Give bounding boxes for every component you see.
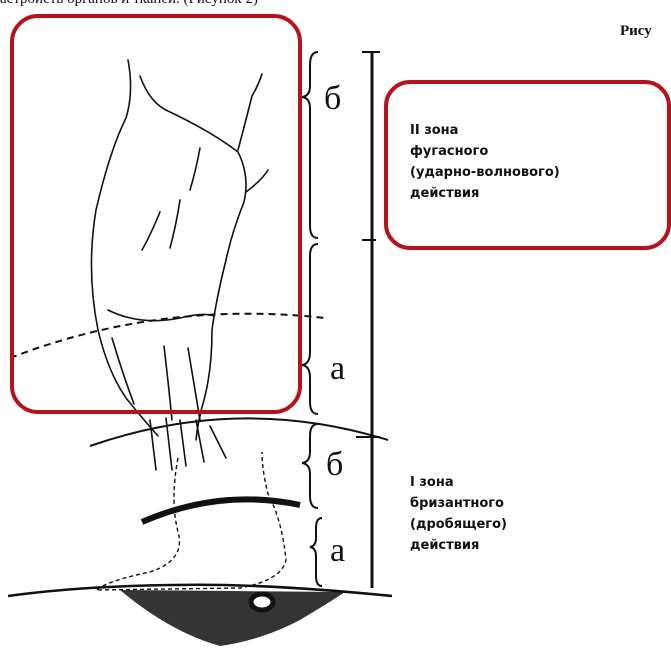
upper-b-label: б	[324, 82, 341, 116]
highlight-frame-leg	[10, 14, 302, 414]
blast-crater	[120, 590, 345, 646]
lower-b-label: б	[326, 448, 343, 482]
zone1-line2: бризантного	[410, 493, 507, 514]
lower-a-label: а	[330, 534, 345, 568]
zone1-line1: I зона	[410, 472, 507, 493]
foot-outline-dashed	[96, 452, 286, 590]
zone-boundary-arc	[90, 418, 388, 446]
brace-upper-b	[302, 52, 318, 238]
zone1-caption: I зона бризантного (дробящего) действия	[410, 472, 507, 556]
explosive-charge	[251, 594, 273, 610]
zone1-line3: (дробящего)	[410, 514, 507, 535]
highlight-frame-zone2	[384, 80, 671, 250]
brace-lower-a	[310, 518, 322, 586]
zone1-line4: действия	[410, 535, 507, 556]
brace-lower-b	[302, 424, 318, 508]
upper-a-label: а	[330, 352, 345, 386]
brace-upper-a	[302, 244, 318, 414]
zone1-inner-arc	[142, 499, 300, 522]
